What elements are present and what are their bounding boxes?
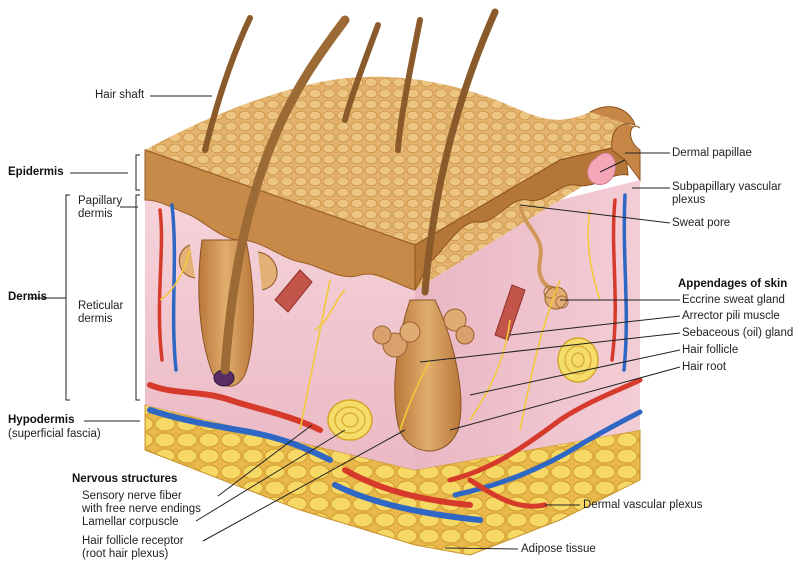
label-epidermis: Epidermis [8, 166, 64, 178]
blood-vessels [147, 193, 643, 523]
label-appendages: Appendages of skin [678, 278, 788, 290]
epidermis-curl [587, 106, 641, 185]
label-adipose-tissue: Adipose tissue [521, 543, 596, 555]
label-arrector-pili: Arrector pili muscle [682, 310, 780, 322]
dermis-side-face [415, 180, 640, 470]
lamellar-corpuscles [327, 337, 599, 441]
label-hair-root: Hair root [682, 361, 727, 373]
label-eccrine-gland: Eccrine sweat gland [682, 294, 785, 306]
label-lamellar-corpuscle: Lamellar corpuscle [82, 516, 179, 528]
label-superficial-fascia: (superficial fascia) [8, 428, 101, 440]
nerve-fibers [159, 209, 601, 431]
label-papillary-dermis: Papillary dermis [78, 195, 123, 220]
sebaceous-gland [372, 308, 475, 358]
label-sebaceous-gland: Sebaceous (oil) gland [682, 327, 794, 339]
label-root-hair-plexus: (root hair plexus) [82, 548, 169, 560]
label-hair-follicle: Hair follicle [682, 344, 739, 356]
label-hair-shaft: Hair shaft [95, 89, 145, 101]
label-hair-follicle-receptor: Hair follicle receptor [82, 535, 184, 547]
label-nervous-structures: Nervous structures [72, 473, 178, 485]
epidermis-front-edge [144, 149, 416, 291]
label-sensory-nerve-fiber: Sensory nerve fiber [82, 490, 182, 502]
leader-lines [30, 95, 681, 550]
label-sweat-pore: Sweat pore [672, 217, 731, 229]
label-reticular-dermis: Reticular dermis [78, 300, 124, 325]
hair-shafts [202, 8, 499, 375]
label-hypodermis: Hypodermis [8, 414, 75, 426]
label-free-nerve-endings: with free nerve endings [82, 503, 201, 515]
label-dermal-papillae: Dermal papillae [672, 147, 752, 159]
arrector-pili-muscles [274, 269, 526, 341]
label-dermal-plexus: Dermal vascular plexus [583, 499, 703, 511]
label-dermis: Dermis [8, 291, 47, 303]
label-subpapillary-plexus: Subpapillary vascular plexus [672, 181, 782, 206]
